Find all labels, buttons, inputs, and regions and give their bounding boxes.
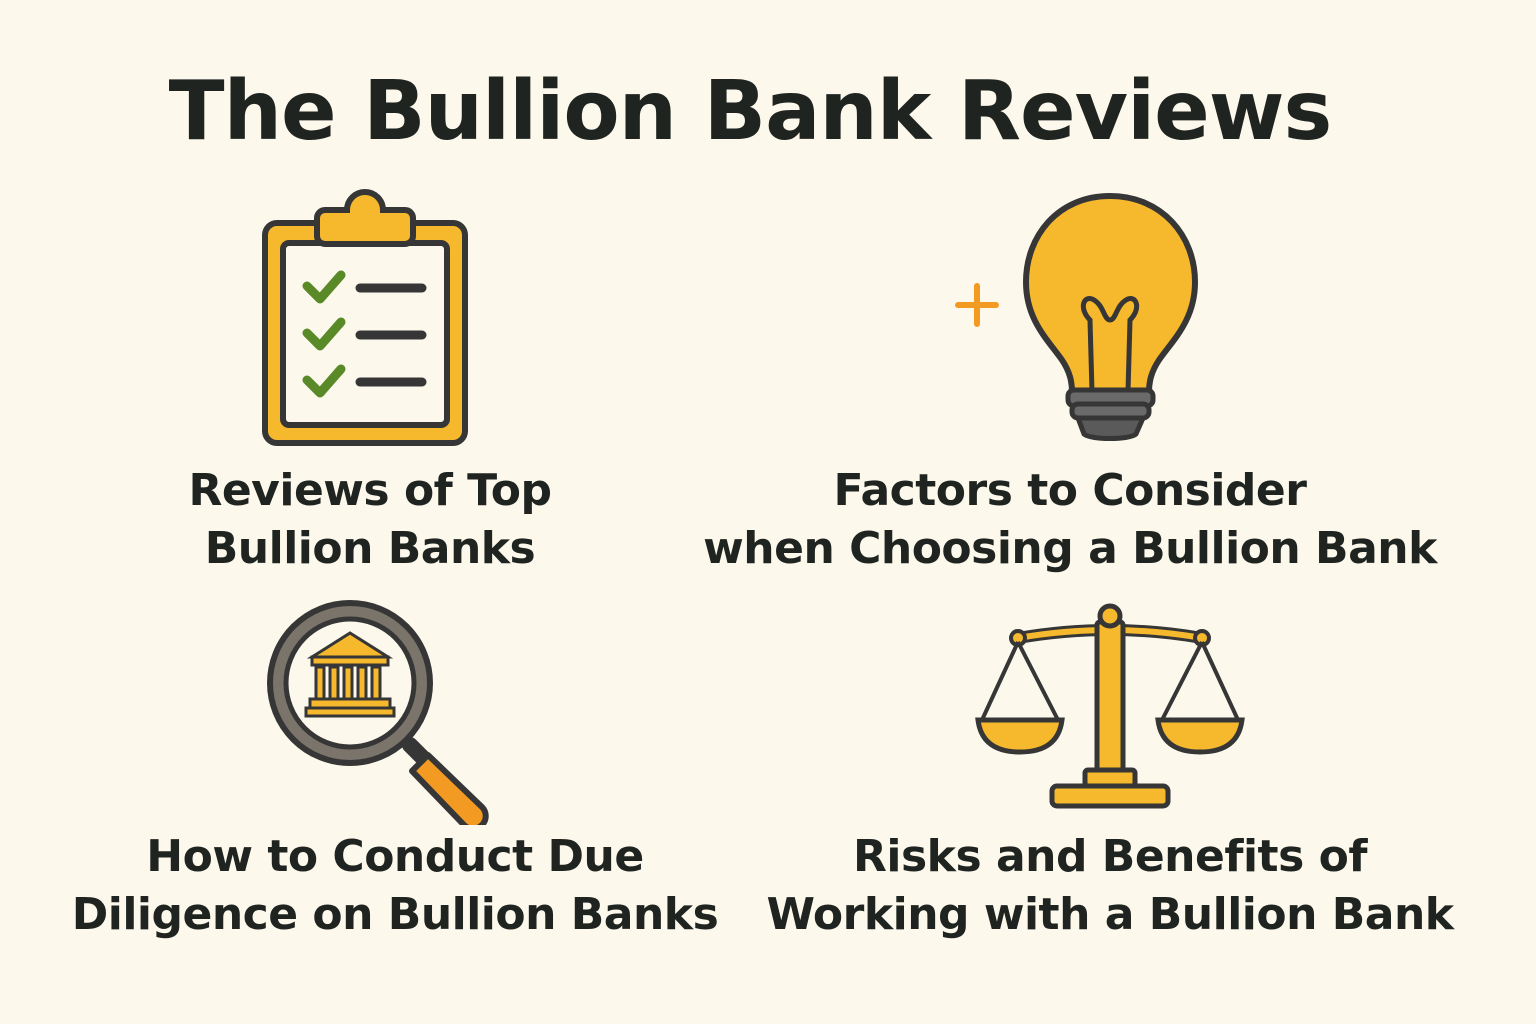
item-label: How to Conduct Due Diligence on Bullion …	[71, 831, 719, 940]
clipboard-checklist-icon	[262, 189, 468, 446]
item-label: Risks and Benefits of Working with a Bul…	[766, 831, 1454, 940]
plus-sparkle-icon	[955, 283, 999, 327]
item-label: Factors to Consider when Choosing a Bull…	[703, 465, 1437, 574]
magnifier-bank-icon	[267, 600, 489, 825]
bank-icon	[304, 631, 396, 718]
item-label: Reviews of Top Bullion Banks	[188, 465, 552, 574]
balance-scale-icon	[975, 603, 1245, 809]
lightbulb-icon	[1022, 192, 1199, 441]
page-title: The Bullion Bank Reviews	[168, 64, 1333, 159]
